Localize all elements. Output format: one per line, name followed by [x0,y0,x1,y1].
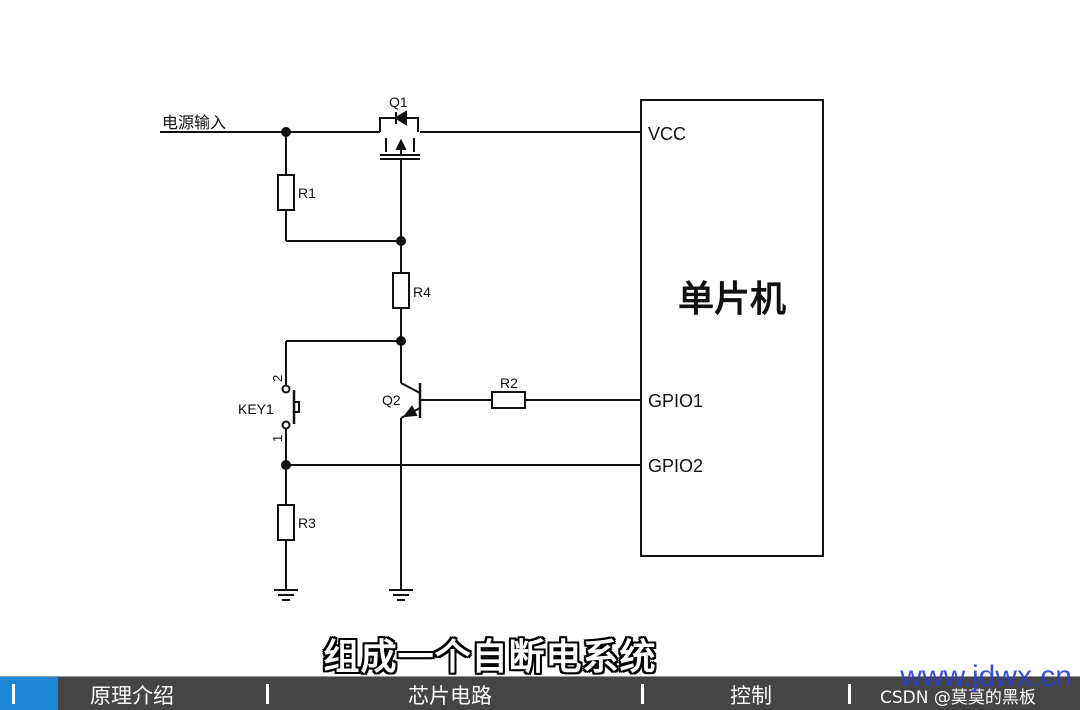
mosfet-q1 [379,110,420,160]
credit-text: CSDN @莫莫的黑板 [880,688,1036,708]
mcu-box [640,99,824,557]
chapter-separator [848,684,851,704]
resistor-r4 [392,272,410,309]
power-input-label: 电源输入 [162,114,226,132]
video-subtitle: 组成一个自断电系统 [323,637,657,678]
chapter-progress [0,677,58,710]
site-watermark: www.jdwx.cn [900,660,1072,693]
chapter-item-intro[interactable]: 原理介绍 [90,684,174,708]
mcu-label: 单片机 [678,279,786,320]
q2-label: Q2 [382,392,401,408]
key-contact [281,420,291,430]
chapter-item-control[interactable]: 控制 [730,684,772,708]
gpio1-pin-label: GPIO1 [648,391,703,411]
chapter-separator [266,684,269,704]
key-contact [281,384,291,394]
chapter-bar: 原理介绍 芯片电路 控制 CSDN @莫莫的黑板 [0,676,1080,710]
ground-icon [389,589,413,601]
resistor-r2 [491,391,526,409]
chapter-separator [12,684,15,704]
gpio2-pin-label: GPIO2 [648,456,703,476]
r3-label: R3 [298,515,316,531]
chapter-separator [641,684,644,704]
r4-label: R4 [413,284,431,300]
key1-label: KEY1 [238,401,274,417]
resistor-r3 [277,504,295,541]
transistor-q2 [400,382,422,419]
chapter-item-chip-circuit[interactable]: 芯片电路 [408,684,492,708]
key-pin2-label: 2 [270,375,285,382]
ground-icon [274,589,298,601]
q1-label: Q1 [389,94,408,110]
r1-label: R1 [298,185,316,201]
resistor-r1 [277,174,295,211]
r2-label: R2 [500,375,518,391]
vcc-pin-label: VCC [648,124,686,144]
key-pin1-label: 1 [270,435,285,442]
